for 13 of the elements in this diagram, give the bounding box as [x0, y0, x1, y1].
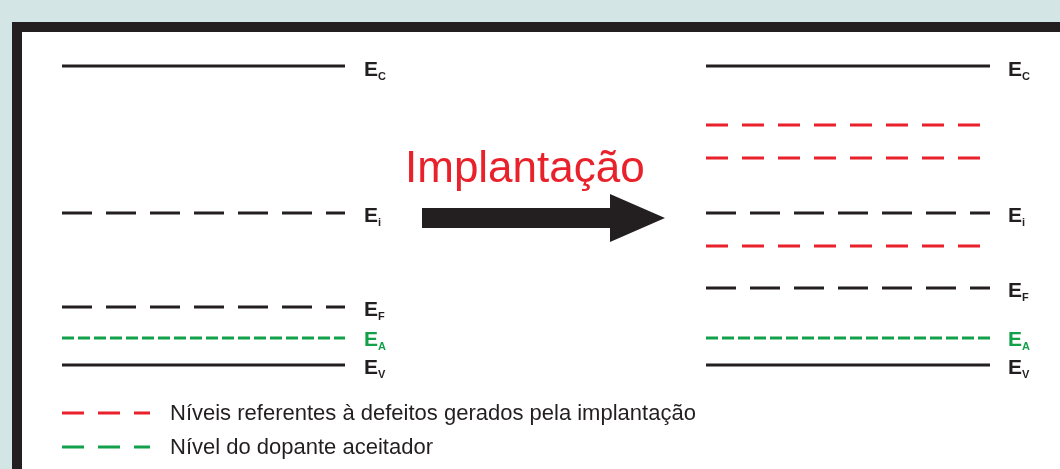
level-label: E$_{i}$: [1008, 204, 1026, 230]
level-label: E$_{F}$: [1008, 279, 1029, 305]
legend-text: Nível do dopante aceitador: [170, 434, 433, 460]
level-label: E$_{V}$: [1008, 356, 1030, 382]
level-label: E$_{C}$: [364, 58, 386, 84]
level-label: E$_{i}$: [364, 204, 382, 230]
legend-text: Níveis referentes à defeitos gerados pela implantação: [170, 400, 696, 426]
level-label: E$_{C}$: [1008, 58, 1030, 84]
level-label: E$_{A}$: [1008, 328, 1030, 354]
level-label: E$_{A}$: [364, 328, 386, 354]
level-label: E$_{F}$: [364, 298, 385, 324]
level-label: E$_{V}$: [364, 356, 386, 382]
process-label: Implantação: [405, 142, 645, 192]
